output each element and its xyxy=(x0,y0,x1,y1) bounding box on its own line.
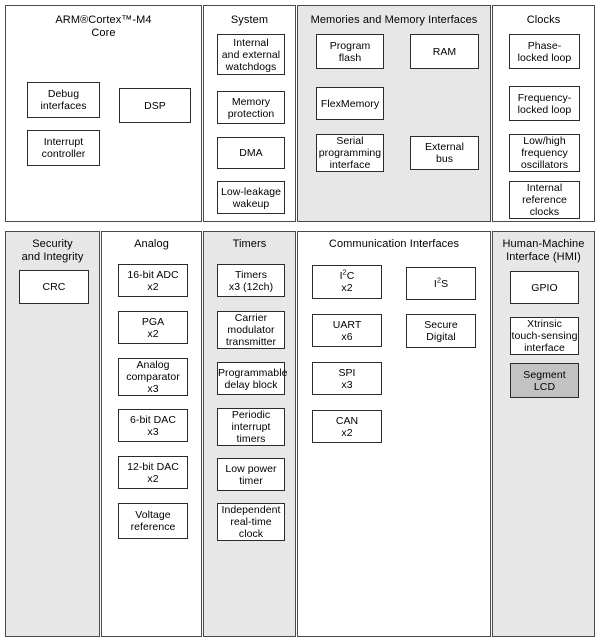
block-dma: DMA xyxy=(217,137,285,169)
block-xtrinsic-touch-sensing-interface-label: Xtrinsic touch-sensing interface xyxy=(511,318,578,354)
block-independent-real-time-clock-label: Independent real-time clock xyxy=(221,504,281,540)
block-dsp: DSP xyxy=(119,88,191,123)
block-dac-6bit: 6-bit DAC x3 xyxy=(118,409,188,442)
block-program-flash-label: Program flash xyxy=(329,39,371,64)
block-ram: RAM xyxy=(410,34,479,69)
block-ram-label: RAM xyxy=(432,45,457,58)
block-pga: PGA x2 xyxy=(118,311,188,344)
block-frequency-locked-loop-label: Frequency- locked loop xyxy=(517,91,572,116)
block-low-power-timer: Low power timer xyxy=(217,458,285,491)
panel-communication-interfaces-title: Communication Interfaces xyxy=(328,238,460,250)
block-spi: SPI x3 xyxy=(312,362,382,395)
panel-analog-title: Analog xyxy=(134,238,169,250)
block-flexmemory: FlexMemory xyxy=(316,87,384,120)
block-debug-interfaces: Debug interfaces xyxy=(27,82,100,118)
block-memory-protection-label: Memory protection xyxy=(227,95,275,120)
panel-security-and-integrity-title: Security and Integrity xyxy=(21,238,84,263)
panel-memories: Memories and Memory Interfaces Program f… xyxy=(297,5,491,222)
block-crc-label: CRC xyxy=(42,281,66,293)
block-uart: UART x6 xyxy=(312,314,382,347)
block-low-leakage-wakeup: Low-leakage wakeup xyxy=(217,181,285,214)
block-flexmemory-label: FlexMemory xyxy=(320,97,380,110)
panel-human-machine-interface: Human-Machine Interface (HMI) GPIO Xtrin… xyxy=(492,231,595,637)
block-watchdogs-label: Internal and external watchdogs xyxy=(221,36,281,73)
block-periodic-interrupt-timers-label: Periodic interrupt timers xyxy=(231,409,271,445)
panel-core-title: ARM®Cortex™-M4 Core xyxy=(55,14,152,39)
block-secure-digital: Secure Digital xyxy=(406,314,476,348)
block-internal-reference-clocks: Internal reference clocks xyxy=(509,181,580,219)
block-frequency-locked-loop: Frequency- locked loop xyxy=(509,86,580,121)
block-dac-12bit-label: 12-bit DAC x2 xyxy=(127,460,179,485)
block-phase-locked-loop-label: Phase- locked loop xyxy=(517,39,572,64)
block-dac-12bit: 12-bit DAC x2 xyxy=(118,456,188,489)
block-dac-6bit-label: 6-bit DAC x3 xyxy=(130,413,176,438)
block-voltage-reference: Voltage reference xyxy=(118,503,188,539)
panel-memories-title: Memories and Memory Interfaces xyxy=(310,14,478,26)
block-programmable-delay-block-label: Programmable delay block xyxy=(218,366,288,391)
block-crc: CRC xyxy=(19,270,89,304)
block-dma-label: DMA xyxy=(239,147,263,159)
block-interrupt-controller-label: Interrupt controller xyxy=(41,136,86,160)
block-can: CAN x2 xyxy=(312,410,382,443)
block-low-high-frequency-oscillators-label: Low/high frequency oscillators xyxy=(520,135,569,171)
block-independent-real-time-clock: Independent real-time clock xyxy=(217,503,285,541)
block-analog-comparator-label: Analog comparator x3 xyxy=(126,359,180,395)
block-adc-16bit: 16-bit ADC x2 xyxy=(118,264,188,297)
panel-core: ARM®Cortex™-M4 Core Debug interfaces DSP… xyxy=(5,5,202,222)
block-memory-protection: Memory protection xyxy=(217,91,285,124)
block-low-high-frequency-oscillators: Low/high frequency oscillators xyxy=(509,134,580,172)
block-periodic-interrupt-timers: Periodic interrupt timers xyxy=(217,408,285,446)
block-programmable-delay-block: Programmable delay block xyxy=(217,362,288,395)
block-gpio: GPIO xyxy=(510,271,579,304)
block-low-power-timer-label: Low power timer xyxy=(225,462,277,487)
panel-analog: Analog 16-bit ADC x2 PGA x2 Analog compa… xyxy=(101,231,202,637)
block-spi-label: SPI x3 xyxy=(338,366,356,391)
block-can-label: CAN x2 xyxy=(335,414,359,439)
block-secure-digital-label: Secure Digital xyxy=(424,319,458,343)
block-watchdogs: Internal and external watchdogs xyxy=(217,34,285,75)
block-external-bus-label: External bus xyxy=(425,141,464,165)
block-i2s: I2S xyxy=(406,267,476,300)
panel-clocks-title: Clocks xyxy=(526,14,561,26)
block-xtrinsic-touch-sensing-interface: Xtrinsic touch-sensing interface xyxy=(510,317,579,355)
block-segment-lcd-label: Segment LCD xyxy=(523,368,566,393)
panel-clocks: Clocks Phase- locked loop Frequency- loc… xyxy=(492,5,595,222)
block-i2s-label: I2S xyxy=(433,275,449,290)
block-pga-label: PGA x2 xyxy=(141,315,165,340)
panel-timers-title: Timers xyxy=(232,238,267,250)
block-timers-label: Timers x3 (12ch) xyxy=(228,268,274,293)
block-carrier-modulator-transmitter-label: Carrier modulator transmitter xyxy=(225,312,277,348)
block-serial-programming-interface: Serial programming interface xyxy=(316,134,384,172)
block-carrier-modulator-transmitter: Carrier modulator transmitter xyxy=(217,311,285,349)
block-gpio-label: GPIO xyxy=(531,281,558,294)
block-dsp-label: DSP xyxy=(144,99,166,112)
block-voltage-reference-label: Voltage reference xyxy=(130,509,176,533)
panel-human-machine-interface-title: Human-Machine Interface (HMI) xyxy=(502,238,585,263)
block-uart-label: UART x6 xyxy=(332,318,362,343)
panel-timers: Timers Timers x3 (12ch) Carrier modulato… xyxy=(203,231,296,637)
block-phase-locked-loop: Phase- locked loop xyxy=(509,34,580,69)
panel-security-and-integrity: Security and Integrity CRC xyxy=(5,231,100,637)
block-program-flash: Program flash xyxy=(316,34,384,69)
panel-system: System Internal and external watchdogs M… xyxy=(203,5,296,222)
block-analog-comparator: Analog comparator x3 xyxy=(118,358,188,396)
panel-system-title: System xyxy=(230,14,269,26)
block-external-bus: External bus xyxy=(410,136,479,170)
block-adc-16bit-label: 16-bit ADC x2 xyxy=(127,268,179,293)
block-serial-programming-interface-label: Serial programming interface xyxy=(318,135,382,171)
block-interrupt-controller: Interrupt controller xyxy=(27,130,100,166)
block-timers: Timers x3 (12ch) xyxy=(217,264,285,297)
block-low-leakage-wakeup-label: Low-leakage wakeup xyxy=(220,185,282,210)
block-segment-lcd: Segment LCD xyxy=(510,363,579,398)
block-internal-reference-clocks-label: Internal reference clocks xyxy=(522,182,567,218)
block-debug-interfaces-label: Debug interfaces xyxy=(40,88,87,112)
